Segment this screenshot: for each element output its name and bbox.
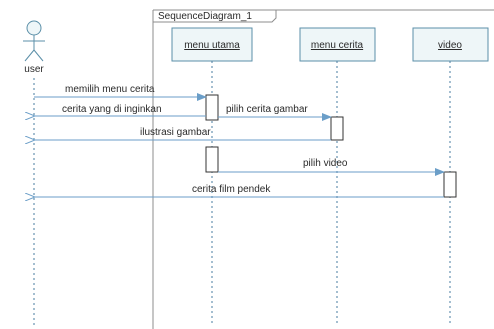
activation-menu-cerita-1[interactable] <box>330 116 344 141</box>
stick-figure-icon <box>23 20 45 62</box>
message-2[interactable]: cerita yang di inginkan <box>34 104 206 116</box>
message-5[interactable]: pilih video <box>218 158 445 176</box>
object-menu-cerita-label: menu cerita <box>311 40 364 51</box>
message-6[interactable]: cerita film pendek <box>34 184 444 197</box>
frame-title: SequenceDiagram_1 <box>158 11 252 22</box>
message-6-label: cerita film pendek <box>192 184 271 195</box>
message-1[interactable]: memilih menu cerita <box>34 84 207 101</box>
object-menu-utama[interactable]: menu utama <box>171 27 253 62</box>
message-1-label: memilih menu cerita <box>65 84 155 95</box>
activation-menu-utama-2[interactable] <box>205 146 219 173</box>
message-4[interactable]: ilustrasi gambar <box>34 127 331 140</box>
object-menu-utama-label: menu utama <box>184 40 240 51</box>
object-video-label: video <box>438 40 462 51</box>
actor-user[interactable]: user <box>23 20 45 75</box>
diagram-frame: SequenceDiagram_1 <box>152 9 494 329</box>
message-3-label: pilih cerita gambar <box>226 104 308 115</box>
object-video[interactable]: video <box>412 27 489 62</box>
message-4-label: ilustrasi gambar <box>140 127 211 138</box>
message-5-label: pilih video <box>303 158 348 169</box>
actor-label: user <box>24 64 44 75</box>
activation-video-1[interactable] <box>443 171 457 198</box>
message-2-label: cerita yang di inginkan <box>62 104 162 115</box>
activation-menu-utama-1[interactable] <box>205 94 219 121</box>
object-menu-cerita[interactable]: menu cerita <box>299 27 376 62</box>
message-3[interactable]: pilih cerita gambar <box>218 104 332 121</box>
